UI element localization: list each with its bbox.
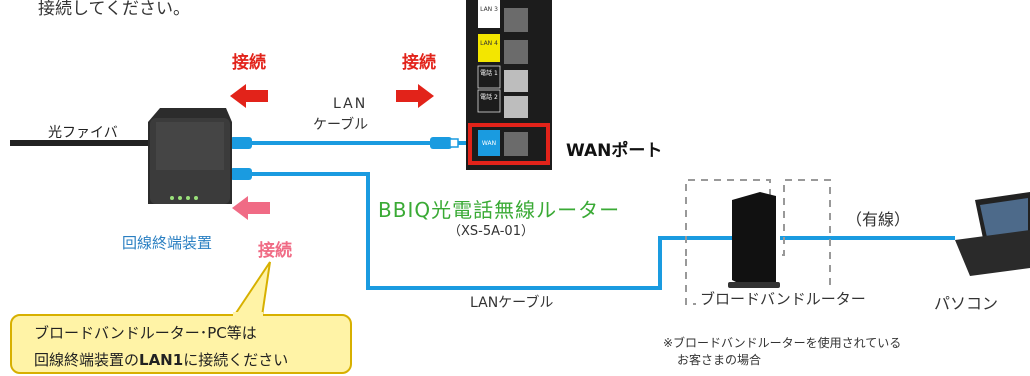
top-instruction: 接続してください。	[38, 0, 190, 19]
callout-line-1: ブロードバンドルーター･PC等は	[34, 324, 257, 342]
connect-label-left: 接続	[232, 53, 266, 73]
pc-label: パソコン	[934, 294, 999, 313]
note-line-2: お客さまの場合	[677, 353, 762, 367]
arrow-right-icon	[396, 84, 434, 108]
wan-port-label: WANポート	[566, 141, 663, 161]
callout-text: に接続ください	[183, 351, 289, 369]
router-model: （XS-5A-01）	[448, 224, 534, 239]
onu-device	[148, 108, 232, 204]
lan-cable-label-bottom: LANケーブル	[470, 295, 554, 311]
lan-cable-label-top: LAN	[333, 96, 368, 112]
onu-label: 回線終端装置	[122, 234, 213, 252]
fiber-label: 光ファイバ	[48, 125, 118, 141]
broadband-router	[728, 192, 780, 288]
note-line-1: ※ブロードバンドルーターを使用されている	[663, 336, 902, 350]
callout-text: 回線終端装置の	[34, 351, 140, 369]
lan-cable-label-top: ケーブル	[313, 117, 369, 133]
callout-line-2: 回線終端装置のLAN1に接続ください	[34, 349, 288, 370]
port-label: LAN 3	[480, 6, 498, 13]
port-label: WAN	[481, 140, 497, 147]
lan-cable-lan1	[252, 172, 735, 290]
wired-label: （有線）	[846, 210, 911, 229]
port-label: LAN 4	[480, 40, 498, 47]
laptop	[955, 192, 1030, 276]
connect-label-right: 接続	[402, 53, 436, 73]
callout-pointer	[232, 261, 271, 317]
port-label: 電話 2	[480, 94, 498, 101]
router-name: BBIQ光電話無線ルーター	[378, 198, 621, 222]
arrow-left-pink-icon	[232, 196, 270, 220]
bbiq-router	[466, 0, 552, 170]
callout-box: ブロードバンドルーター･PC等は 回線終端装置のLAN1に接続ください	[10, 314, 352, 374]
port-label: 電話 1	[480, 70, 498, 77]
connect-label-pink: 接続	[258, 241, 292, 261]
arrow-left-icon	[230, 84, 268, 108]
broadband-router-label: ブロードバンドルーター	[696, 288, 870, 309]
wan-port-highlight	[468, 123, 550, 165]
callout-lan1: LAN1	[139, 351, 184, 369]
lan-connector-icon	[430, 137, 459, 149]
